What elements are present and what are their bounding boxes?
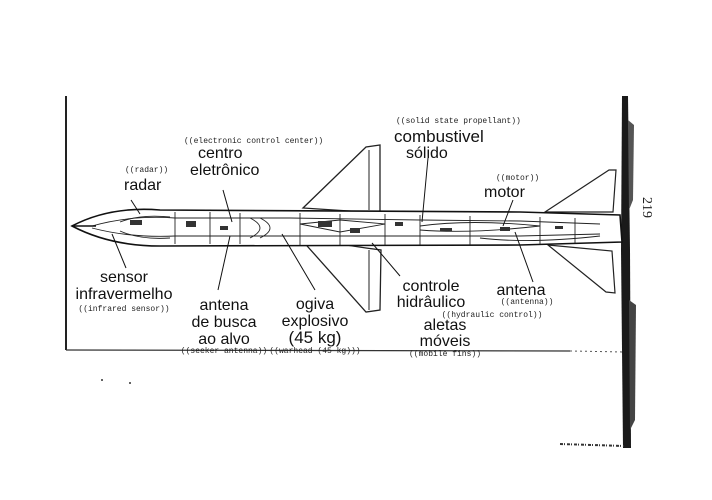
label-infravermelho: infravermelho bbox=[75, 286, 173, 303]
label-antena-busca-1: antena bbox=[199, 297, 249, 314]
label-solido: sólido bbox=[406, 145, 448, 162]
label-ogiva-3: (45 kg) bbox=[288, 328, 342, 347]
frame-bottom-speckle bbox=[559, 443, 625, 447]
label-warhead-en: ((warhead (45 kg))) bbox=[269, 347, 361, 356]
label-controle-1: controle bbox=[402, 278, 460, 295]
label-eletronico: eletrônico bbox=[190, 162, 260, 179]
upper-forward-fin bbox=[301, 144, 381, 214]
label-aletas-2: móveis bbox=[419, 333, 471, 350]
leader-sensor bbox=[111, 233, 127, 269]
label-antena-busca-2: de busca bbox=[191, 314, 257, 331]
label-motor: motor bbox=[484, 184, 525, 201]
page-number: 219 bbox=[639, 197, 654, 218]
label-sensor: sensor bbox=[99, 269, 149, 286]
label-ogiva-2: explosivo bbox=[281, 313, 349, 330]
leader-ogiva bbox=[281, 233, 316, 291]
label-infrared-en: ((infrared sensor)) bbox=[78, 305, 170, 314]
label-ogiva-1: ogiva bbox=[295, 296, 335, 313]
frame-bottom-line bbox=[65, 349, 571, 352]
frame-bottom-dotted bbox=[569, 350, 626, 353]
leader-antena-busca bbox=[217, 235, 231, 291]
leader-antena bbox=[514, 231, 534, 283]
label-mobile-fins-en: ((mobile fins)) bbox=[408, 350, 482, 359]
leader-controle bbox=[371, 242, 401, 277]
frame-right-border bbox=[621, 96, 631, 448]
lower-rear-fin bbox=[546, 244, 616, 294]
label-antenna-en: ((antenna)) bbox=[500, 298, 554, 307]
leader-radar bbox=[130, 199, 141, 215]
leader-motor bbox=[502, 199, 514, 227]
lower-forward-fin bbox=[298, 237, 382, 313]
missile-body bbox=[70, 208, 623, 247]
upper-rear-fin bbox=[542, 169, 617, 213]
label-combustivel: combustivel bbox=[394, 127, 484, 146]
label-antena-busca-3: ao alvo bbox=[198, 331, 250, 348]
label-radar-en: ((radar)) bbox=[125, 166, 169, 175]
label-hydraulic-en: ((hydraulic control)) bbox=[441, 311, 543, 320]
label-radar: radar bbox=[124, 177, 162, 194]
label-controle-2: hidrâulico bbox=[396, 294, 466, 311]
leader-centro bbox=[222, 189, 233, 223]
label-aletas-1: aletas bbox=[423, 317, 467, 334]
label-electronic-center-en: ((electronic control center)) bbox=[184, 137, 324, 146]
label-motor-en: ((motor)) bbox=[496, 174, 540, 183]
label-antena: antena bbox=[496, 282, 546, 299]
leader-combustivel bbox=[421, 157, 429, 223]
label-seeker-en: ((seeker antenna)) bbox=[180, 347, 268, 356]
label-centro: centro bbox=[198, 145, 243, 162]
label-solid-propellant-en: ((solid state propellant)) bbox=[396, 117, 521, 126]
